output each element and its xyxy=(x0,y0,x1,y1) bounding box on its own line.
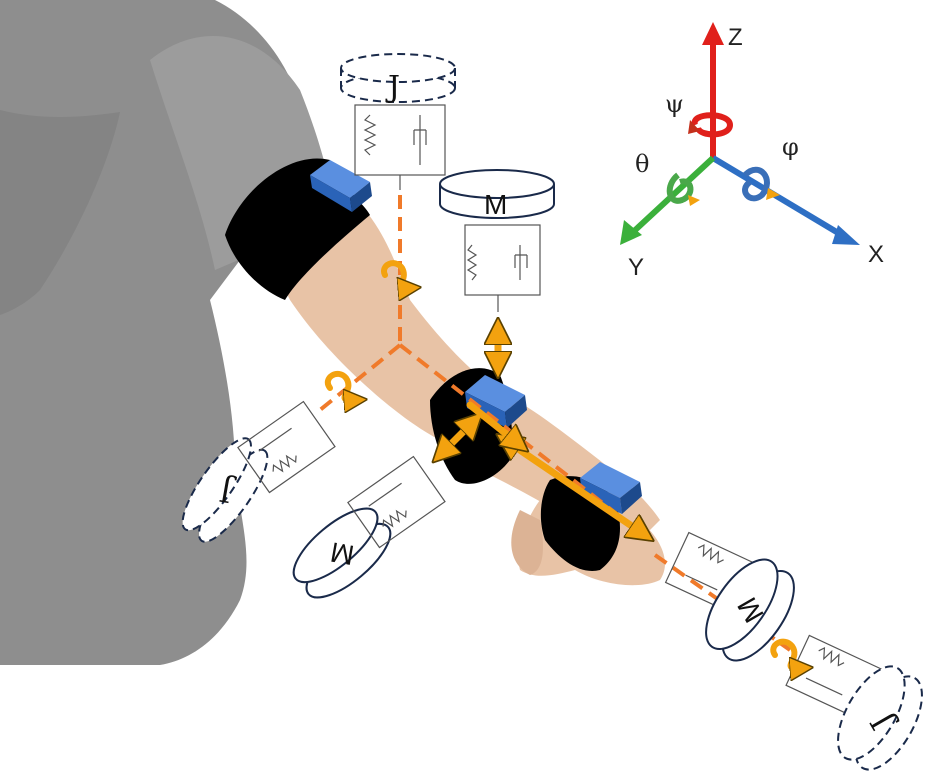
upper-inertia-label: J xyxy=(385,70,400,105)
motion-arrows xyxy=(440,328,645,535)
right-inertia-assembly: J xyxy=(785,634,923,771)
elbow-rotation-arrow xyxy=(325,370,358,400)
z-axis-label: Z xyxy=(728,24,743,51)
shoulder-rotation-arrow xyxy=(381,260,412,288)
forearm-lateral-arrow xyxy=(440,420,475,455)
forearm-diagonal-arrow xyxy=(466,401,520,445)
left-spring-damper xyxy=(237,400,336,494)
right-mass-assembly: M xyxy=(664,531,795,662)
forearm-axial-arrow xyxy=(505,440,645,535)
psi-arrowhead xyxy=(688,120,700,134)
right-inertia-disc xyxy=(837,665,923,771)
y-axis-arrowhead xyxy=(620,220,642,245)
right-mass-disc xyxy=(705,558,795,662)
wrist-rotation-arrow xyxy=(770,638,804,669)
upper-mass-assembly: M xyxy=(439,169,555,312)
left-inertia-assembly: J xyxy=(181,400,336,543)
upper-mass-spring-damper xyxy=(464,224,541,312)
z-axis-arrowhead xyxy=(702,22,724,45)
left-inertia-disc xyxy=(181,437,269,543)
coordinate-frame: Z X Y ψ φ θ xyxy=(620,22,884,281)
left-mass-label: M xyxy=(328,536,356,571)
psi-label: ψ xyxy=(665,90,684,118)
thumb xyxy=(511,510,543,575)
sensor-upper-arm xyxy=(310,160,372,212)
x-axis-arrowhead xyxy=(832,225,860,245)
x-axis xyxy=(711,155,847,240)
theta-arrowhead xyxy=(688,195,700,206)
link-elbow-to-left xyxy=(318,343,402,412)
upper-spring-damper xyxy=(354,104,446,190)
left-mass-disc xyxy=(292,507,392,599)
upper-mass-label: M xyxy=(484,189,507,220)
phi-label: φ xyxy=(782,133,799,161)
x-axis-label: X xyxy=(868,241,884,268)
phi-rotation-arrow xyxy=(742,166,770,202)
left-mass-assembly: M xyxy=(292,455,446,599)
torso xyxy=(0,0,335,665)
upper-inertia-assembly: J xyxy=(340,53,456,190)
rotation-arrows xyxy=(325,260,804,669)
upper-mass-disc xyxy=(439,169,555,219)
y-axis-label: Y xyxy=(628,254,644,281)
phi-arrowhead xyxy=(766,188,780,200)
shirt-shadow xyxy=(0,110,120,315)
theta-label: θ xyxy=(635,150,649,178)
upper-inertia-disc xyxy=(340,53,456,103)
psi-rotation-arrow xyxy=(691,112,734,138)
left-mass-spring-damper xyxy=(347,455,446,549)
theta-rotation-arrow xyxy=(666,172,694,204)
